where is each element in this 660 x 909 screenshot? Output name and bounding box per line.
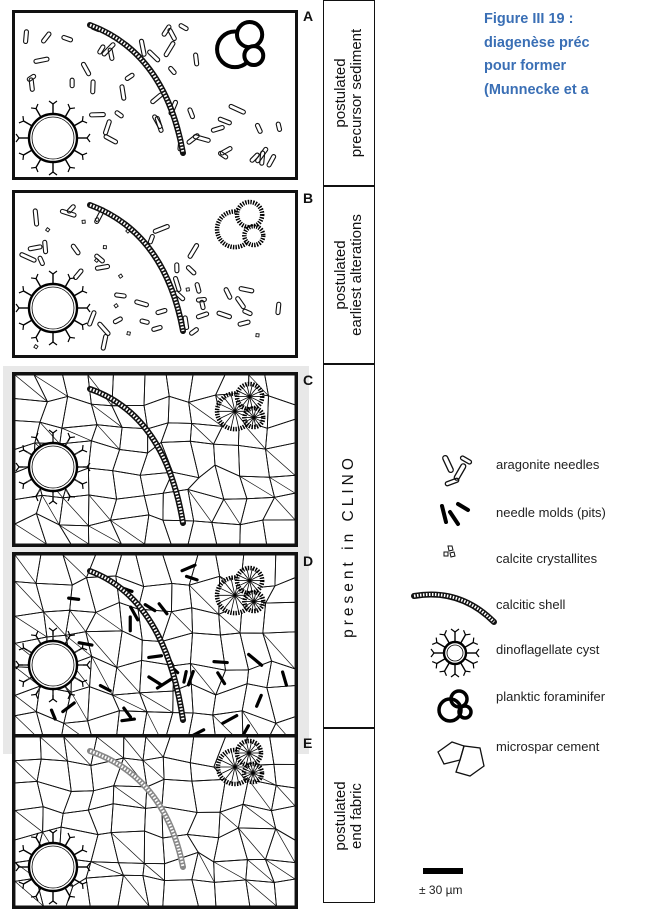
scale-label: ± 30 µm xyxy=(419,883,463,897)
legend-label-dinoflagellate-cyst: dinoflagellate cyst xyxy=(496,642,599,657)
planktic-foraminifer xyxy=(217,202,263,247)
dinoflagellate-cyst xyxy=(16,830,90,904)
panel-label-d: D xyxy=(303,553,313,569)
legend-label-aragonite-needles: aragonite needles xyxy=(496,457,599,472)
microspar-cement-icon xyxy=(434,738,486,782)
panel-c xyxy=(12,372,298,547)
calcite-crystallites-icon xyxy=(440,543,460,563)
planktic-foraminifer xyxy=(217,568,263,613)
panel-label-b: B xyxy=(303,190,313,206)
planktic-foraminifer xyxy=(217,384,263,429)
planktic-foraminifer xyxy=(217,22,263,67)
present-label: present in CLINO xyxy=(341,454,357,638)
dinoflagellate-cyst-icon xyxy=(430,628,480,678)
planktic-foraminifer-icon xyxy=(436,688,476,726)
scale-bar xyxy=(423,868,463,874)
panel-label-c: C xyxy=(303,372,313,388)
calcitic-shell xyxy=(90,751,183,867)
panel-b xyxy=(12,190,298,358)
stage-strip-cd: present in CLINO xyxy=(323,364,375,728)
calcitic-shell xyxy=(90,205,183,331)
calcitic-shell-icon xyxy=(410,588,500,628)
legend-label-planktic-foraminifer: planktic foraminifer xyxy=(496,689,605,704)
dinoflagellate-cyst xyxy=(16,101,90,175)
panel-label-e: E xyxy=(303,735,312,751)
planktic-foraminifer xyxy=(218,741,262,784)
legend-label-calcite-crystallites: calcite crystallites xyxy=(496,551,597,566)
legend-label-calcitic-shell: calcitic shell xyxy=(496,597,565,612)
needle-molds-icon xyxy=(436,498,476,528)
legend-label-needle-molds: needle molds (pits) xyxy=(496,505,606,520)
panel-a xyxy=(12,10,298,180)
panel-e xyxy=(12,734,298,909)
calcitic-shell xyxy=(90,571,183,720)
legend-label-microspar-cement: microspar cement xyxy=(496,739,599,754)
aragonite-needles-icon xyxy=(436,446,476,496)
panel-d xyxy=(12,552,298,748)
dinoflagellate-cyst xyxy=(431,629,479,677)
figure-caption: Figure III 19 : diagenèse préc pour form… xyxy=(484,8,660,102)
dinoflagellate-cyst xyxy=(16,430,90,504)
panel-label-a: A xyxy=(303,8,313,24)
dinoflagellate-cyst xyxy=(16,271,90,345)
